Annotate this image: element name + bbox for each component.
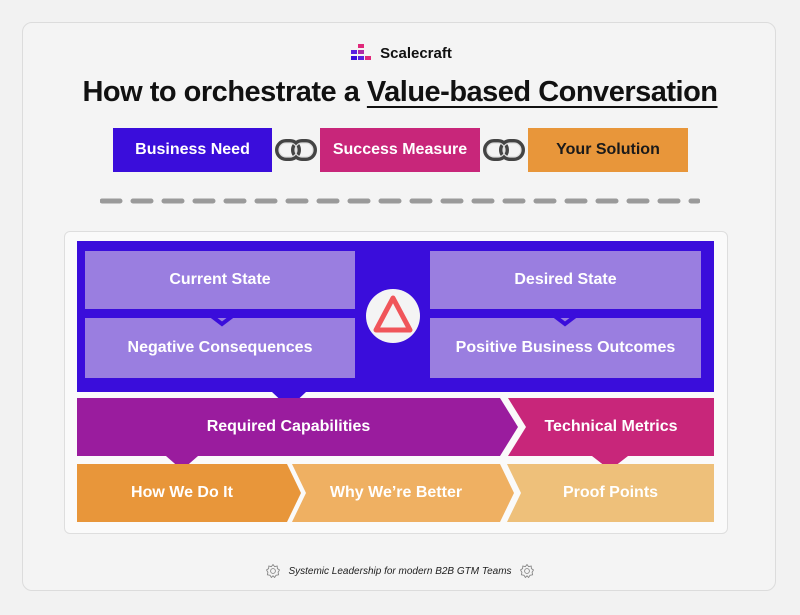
proof-points-label: Proof Points: [562, 484, 659, 501]
desired-state-block: [430, 251, 701, 309]
how-we-do-it-block: [77, 464, 301, 522]
brand: Scalecraft: [0, 40, 800, 66]
chain-link-icon: [483, 139, 525, 161]
technical-metrics-label: Technical Metrics: [544, 418, 678, 435]
positive-outcomes-block: [430, 318, 701, 378]
required-capabilities-label: Required Capabilities: [206, 418, 371, 435]
proof-points-block: [507, 464, 714, 522]
desired-state-label: Desired State: [514, 271, 617, 288]
footer-text: Systemic Leadership for modern B2B GTM T…: [288, 565, 512, 577]
chip-your-solution: Your Solution: [528, 128, 688, 172]
how-we-do-it-label: How We Do It: [131, 484, 233, 501]
badge-icon: [519, 564, 534, 578]
delta-icon: [366, 289, 420, 343]
footer: Systemic Leadership for modern B2B GTM T…: [0, 561, 800, 581]
brand-name: Scalecraft: [380, 44, 452, 62]
chip-business-need: Business Need: [113, 128, 272, 172]
why-were-better-label: Why We’re Better: [329, 484, 463, 501]
technical-metrics-block: [508, 398, 714, 456]
title-highlight: Value-based Conversation: [366, 76, 718, 108]
negative-consequences-block: [85, 318, 355, 378]
chip-success-measure: Success Measure: [320, 128, 480, 172]
current-state-label: Current State: [169, 271, 271, 288]
why-were-better-block: [292, 464, 514, 522]
chain-link-icon: [275, 139, 317, 161]
badge-icon: [266, 564, 281, 578]
scalecraft-logo-icon: [351, 44, 372, 60]
dashed-divider: [100, 198, 700, 204]
page-title: How to orchestrate a Value-based Convers…: [0, 76, 800, 109]
required-capabilities-block: [77, 398, 518, 456]
positive-business-outcomes-label: Positive Business Outcomes: [455, 339, 676, 356]
negative-consequences-label: Negative Consequences: [127, 339, 313, 356]
current-state-block: [85, 251, 355, 309]
title-prefix: How to orchestrate a: [82, 76, 367, 108]
